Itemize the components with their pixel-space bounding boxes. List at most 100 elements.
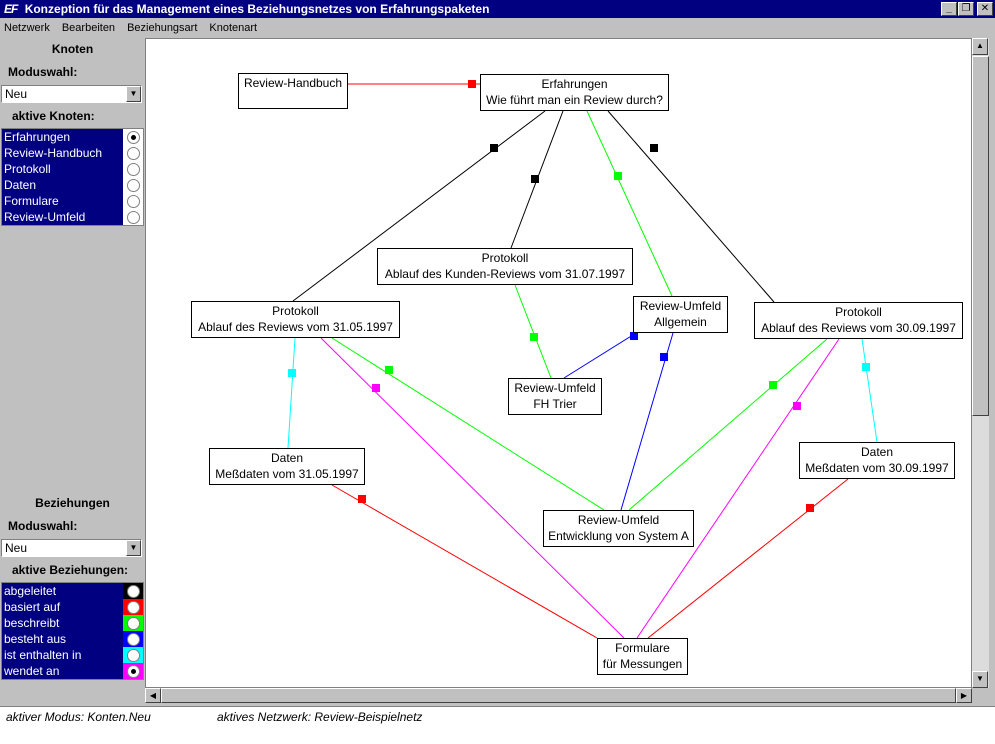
edge-umfeld_allg-umfeld_sys[interactable]: [620, 332, 674, 511]
edge-marker[interactable]: [806, 504, 814, 512]
radio-button[interactable]: [126, 648, 140, 662]
edge-marker[interactable]: [358, 495, 366, 503]
horizontal-scroll-thumb[interactable]: [161, 688, 956, 703]
radio-button[interactable]: [126, 632, 140, 646]
node-subtitle: Meßdaten vom 31.05.1997: [215, 467, 359, 481]
node-title: Erfahrungen: [541, 77, 608, 91]
radio-button[interactable]: [126, 616, 140, 630]
relations-mode-select[interactable]: Neu ▼: [1, 539, 142, 557]
edge-umfeld_allg-umfeld_fh[interactable]: [563, 332, 637, 379]
edge-marker[interactable]: [793, 402, 801, 410]
node-subtitle: Wie führt man ein Review durch?: [486, 93, 663, 107]
edge-marker[interactable]: [372, 384, 380, 392]
radio-button[interactable]: [126, 146, 140, 160]
window-controls: _ ❐ ✕: [941, 2, 993, 16]
radio-button[interactable]: [126, 210, 140, 224]
node-item[interactable]: Formulare: [2, 193, 143, 209]
node-item-label: Review-Handbuch: [2, 145, 123, 161]
relation-item-label: abgeleitet: [2, 583, 123, 599]
relation-item[interactable]: wendet an: [2, 663, 143, 679]
horizontal-scrollbar[interactable]: ◀ ▶: [145, 688, 972, 703]
radio-button[interactable]: [126, 600, 140, 614]
scroll-left-button[interactable]: ◀: [145, 688, 161, 703]
edge-marker[interactable]: [769, 381, 777, 389]
edge-prot_0531-umfeld_sys[interactable]: [331, 337, 605, 511]
menu-bearbeiten[interactable]: Bearbeiten: [61, 22, 116, 34]
node-item-label: Daten: [2, 177, 123, 193]
node-item[interactable]: Protokoll: [2, 161, 143, 177]
edge-prot_0930-formulare[interactable]: [636, 338, 840, 639]
edge-erfahrungen-prot_0930[interactable]: [607, 110, 775, 303]
chevron-down-icon[interactable]: ▼: [126, 540, 141, 556]
node-item[interactable]: Daten: [2, 177, 143, 193]
edge-marker[interactable]: [614, 172, 622, 180]
edge-erfahrungen-umfeld_allg[interactable]: [586, 110, 673, 297]
radio-button[interactable]: [126, 130, 140, 144]
edge-prot_0531-daten_0531[interactable]: [287, 337, 296, 449]
vertical-scroll-thumb[interactable]: [972, 56, 989, 416]
radio-button[interactable]: [126, 194, 140, 208]
edge-prot_0930-umfeld_sys[interactable]: [628, 338, 828, 511]
relation-item[interactable]: besteht aus: [2, 631, 143, 647]
edge-erfahrungen-prot_0531[interactable]: [292, 110, 546, 302]
chevron-down-icon[interactable]: ▼: [126, 86, 141, 102]
relation-item[interactable]: abgeleitet: [2, 583, 143, 599]
relation-item[interactable]: basiert auf: [2, 599, 143, 615]
edge-prot_0930-daten_0930[interactable]: [861, 338, 878, 443]
edge-marker[interactable]: [862, 363, 870, 371]
edge-marker[interactable]: [530, 333, 538, 341]
vertical-scrollbar[interactable]: ▲ ▼: [972, 38, 989, 688]
node-item[interactable]: Review-Handbuch: [2, 145, 143, 161]
minimize-button[interactable]: _: [941, 2, 957, 16]
radio-button[interactable]: [126, 584, 140, 598]
edge-prot_0531-formulare[interactable]: [320, 337, 625, 639]
node-item[interactable]: Erfahrungen: [2, 129, 143, 145]
edge-daten_0930-formulare[interactable]: [647, 478, 849, 639]
menu-knotenart[interactable]: Knotenart: [209, 22, 258, 34]
scroll-up-button[interactable]: ▲: [972, 38, 988, 55]
edge-marker[interactable]: [288, 369, 296, 377]
edge-marker[interactable]: [650, 144, 658, 152]
node-subtitle: Allgemein: [654, 315, 707, 329]
edge-marker[interactable]: [385, 366, 393, 374]
relation-item-label: ist enthalten in: [2, 647, 123, 663]
menu-netzwerk[interactable]: Netzwerk: [4, 22, 50, 34]
edge-marker[interactable]: [531, 175, 539, 183]
status-active-mode: aktiver Modus: Konten.Neu: [6, 710, 151, 724]
relation-item[interactable]: beschreibt: [2, 615, 143, 631]
edge-marker[interactable]: [468, 80, 476, 88]
node-subtitle: Meßdaten vom 30.09.1997: [805, 461, 949, 475]
scroll-right-button[interactable]: ▶: [956, 688, 972, 703]
node-handbuch[interactable]: Review-Handbuch: [238, 73, 348, 109]
close-button[interactable]: ✕: [977, 2, 993, 16]
node-item-label: Protokoll: [2, 161, 123, 177]
window-title: Konzeption für das Management eines Bezi…: [24, 2, 490, 16]
edge-marker[interactable]: [490, 144, 498, 152]
radio-button[interactable]: [126, 162, 140, 176]
scroll-down-button[interactable]: ▼: [972, 671, 988, 688]
maximize-button[interactable]: ❐: [958, 2, 974, 16]
edge-marker[interactable]: [630, 332, 638, 340]
menu-beziehungsart[interactable]: Beziehungsart: [127, 22, 198, 34]
nodes-mode-select[interactable]: Neu ▼: [1, 85, 142, 103]
node-item-label: Formulare: [2, 193, 123, 209]
edge-daten_0531-formulare[interactable]: [331, 484, 598, 639]
node-item[interactable]: Review-Umfeld: [2, 209, 143, 225]
relation-item[interactable]: ist enthalten in: [2, 647, 143, 663]
radio-button[interactable]: [126, 664, 140, 678]
edge-marker[interactable]: [660, 353, 668, 361]
edge-prot_kunden-umfeld_fh[interactable]: [514, 284, 552, 379]
radio-button[interactable]: [126, 178, 140, 192]
